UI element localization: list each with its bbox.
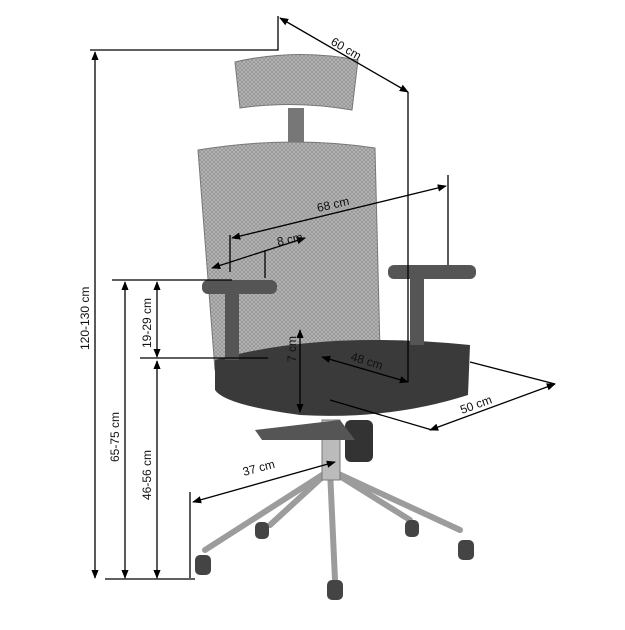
label-armrest-width: 8 cm (276, 230, 304, 249)
chair-casters (195, 520, 474, 600)
lift-cover (345, 420, 373, 462)
armrests (202, 265, 476, 360)
seat (215, 340, 470, 416)
label-height-total: 120-130 cm (78, 287, 92, 350)
label-base-radius: 37 cm (241, 457, 276, 479)
label-seat-height: 46-56 cm (140, 450, 154, 500)
headrest-post (288, 108, 304, 143)
headrest (234, 54, 359, 111)
label-armrest-adjust: 19-29 cm (140, 298, 154, 348)
chair-base (202, 467, 463, 583)
label-armrest-height: 65-75 cm (108, 412, 122, 462)
label-seat-depth-adjust: 7 cm (285, 336, 299, 362)
chair-illustration (195, 54, 476, 600)
dimension-lines (90, 16, 556, 580)
seat-mechanism (255, 420, 355, 440)
